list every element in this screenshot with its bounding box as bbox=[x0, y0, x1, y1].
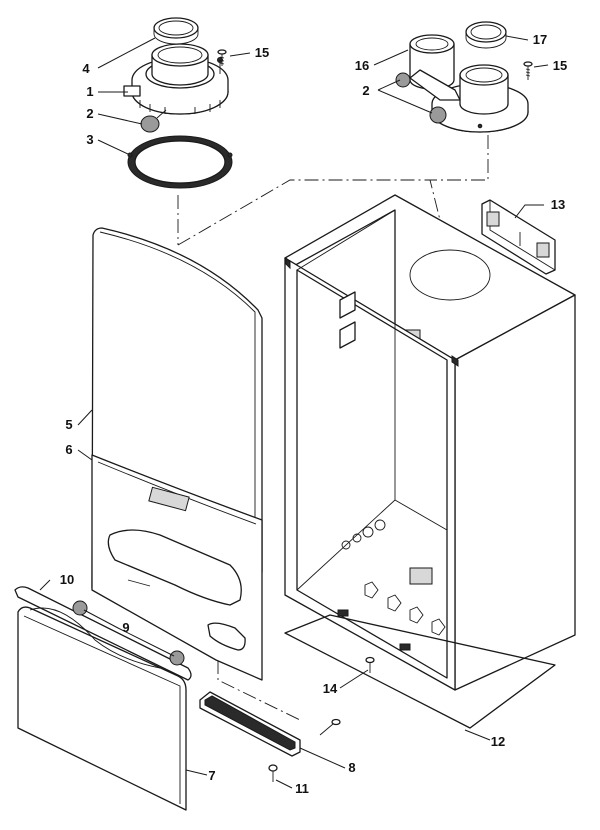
seal-ring-part-17 bbox=[465, 21, 507, 49]
callout-12: 12 bbox=[491, 734, 505, 749]
sampling-cap-part-2-left bbox=[140, 109, 167, 133]
callout-8: 8 bbox=[348, 760, 355, 775]
callout-2-left: 2 bbox=[86, 106, 93, 121]
screw-part-15-right bbox=[523, 61, 533, 80]
lower-fascia-part-6 bbox=[91, 454, 263, 681]
leader-lines bbox=[39, 35, 549, 789]
alignment-lines bbox=[177, 135, 489, 721]
screw-part-14 bbox=[365, 656, 375, 673]
callout-6: 6 bbox=[65, 442, 72, 457]
callout-15-right: 15 bbox=[553, 58, 567, 73]
seal-ring-part-4 bbox=[153, 17, 199, 45]
gasket-part-3 bbox=[127, 135, 233, 189]
callout-14: 14 bbox=[323, 681, 338, 696]
bracket-part-13 bbox=[481, 199, 556, 275]
callout-10: 10 bbox=[60, 572, 74, 587]
callout-16: 16 bbox=[355, 58, 369, 73]
callout-15-left: 15 bbox=[255, 45, 269, 60]
bottom-plate-part-12 bbox=[284, 614, 556, 729]
callout-labels: 4 1 2 3 15 16 17 15 2 13 5 6 10 9 7 8 11… bbox=[60, 32, 567, 796]
screw-part-15-left bbox=[217, 49, 227, 66]
knobs-part-9 bbox=[72, 600, 185, 666]
trim-strip-part-10 bbox=[14, 586, 192, 681]
callout-13: 13 bbox=[551, 197, 565, 212]
callout-11: 11 bbox=[295, 781, 309, 796]
lower-door-part-7 bbox=[17, 606, 187, 811]
casing-box bbox=[284, 194, 576, 691]
callout-3: 3 bbox=[86, 132, 93, 147]
screw-part-11 bbox=[268, 764, 278, 782]
twin-flue-adaptor-part-16 bbox=[409, 34, 529, 133]
sampling-caps-part-2-right bbox=[395, 72, 447, 124]
callout-4: 4 bbox=[82, 61, 90, 76]
callout-5: 5 bbox=[65, 417, 72, 432]
callout-7: 7 bbox=[208, 768, 215, 783]
flue-adaptor-part-1 bbox=[123, 43, 229, 115]
callout-17: 17 bbox=[533, 32, 547, 47]
handle-bar-part-8 bbox=[199, 691, 301, 757]
callout-9: 9 bbox=[122, 620, 129, 635]
callout-1: 1 bbox=[86, 84, 93, 99]
screw-part-8-fixing bbox=[319, 718, 341, 736]
callout-2-right: 2 bbox=[362, 83, 369, 98]
